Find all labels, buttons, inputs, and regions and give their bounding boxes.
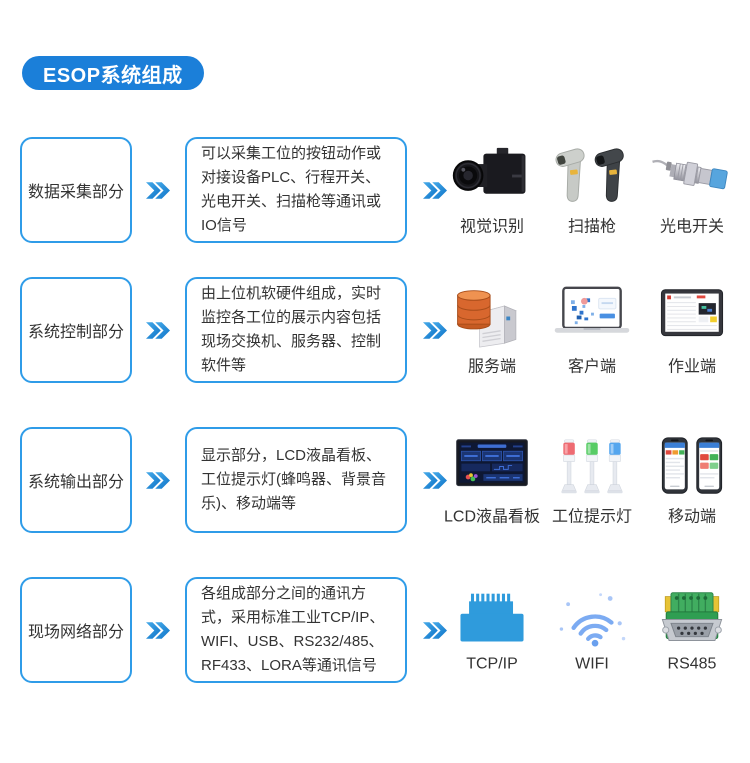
icon-label: 视觉识别 — [459, 218, 524, 236]
section-description: 显示部分，LCD液晶看板、工位提示灯(蜂鸣器、背景音乐)、移动端等 — [201, 447, 386, 512]
icon-item: WIFI — [544, 587, 640, 674]
icon-label: 光电开关 — [659, 218, 724, 236]
section-description: 由上位机软硬件组成，实时监控各工位的展示内容包括现场交换机、服务器、控制软件等 — [201, 285, 382, 374]
icon-item: 服务端 — [444, 284, 540, 377]
tower-lights-icon — [549, 434, 635, 498]
barcode-scanner-icon — [549, 144, 635, 208]
icon-label: RS485 — [667, 655, 717, 673]
row-system-control: 系统控制部分 由上位机软硬件组成，实时监控各工位的展示内容包括现场交换机、服务器… — [20, 277, 750, 383]
icon-label: 作业端 — [667, 358, 716, 376]
server-icon — [449, 284, 535, 348]
section-label: 系统控制部分 — [27, 324, 124, 341]
section-label-box: 数据采集部分 — [20, 137, 132, 243]
wifi-icon — [549, 587, 635, 651]
section-label: 数据采集部分 — [27, 184, 124, 201]
icon-label: 服务端 — [467, 358, 516, 376]
double-chevron-icon — [146, 621, 170, 639]
page-title: ESOP系统组成 — [22, 56, 204, 90]
icon-item: 客户端 — [544, 284, 640, 377]
section-label: 系统输出部分 — [27, 474, 124, 491]
row-field-network: 现场网络部分 各组成部分之间的通讯方式，采用标准工业TCP/IP、WIFI、US… — [20, 577, 750, 683]
icon-label: LCD液晶看板 — [444, 508, 541, 526]
icon-label: TCP/IP — [466, 655, 518, 673]
icon-group: LCD液晶看板 — [444, 434, 740, 527]
icon-item: 工位提示灯 — [544, 434, 640, 527]
icon-group: 服务端 — [444, 284, 740, 377]
icon-item: LCD液晶看板 — [444, 434, 540, 527]
icon-label: 客户端 — [567, 358, 616, 376]
icon-label: WIFI — [575, 655, 609, 673]
icon-item: 扫描枪 — [544, 144, 640, 237]
double-chevron-icon — [146, 181, 170, 199]
section-label-box: 现场网络部分 — [20, 577, 132, 683]
photoelectric-sensor-icon — [649, 144, 735, 208]
double-chevron-icon — [423, 181, 447, 199]
icon-group: TCP/IP — [444, 587, 740, 674]
icon-label: 工位提示灯 — [551, 508, 632, 526]
laptop-icon — [549, 284, 635, 348]
double-chevron-icon — [423, 321, 447, 339]
section-label-box: 系统控制部分 — [20, 277, 132, 383]
icon-item: 作业端 — [644, 284, 740, 377]
icon-item: 光电开关 — [644, 144, 740, 237]
section-description-box: 各组成部分之间的通讯方式，采用标准工业TCP/IP、WIFI、USB、RS232… — [185, 577, 407, 683]
smartphones-icon — [649, 434, 735, 498]
icon-item: 移动端 — [644, 434, 740, 527]
icon-item: 视觉识别 — [444, 144, 540, 237]
tablet-icon — [649, 284, 735, 348]
lcd-panel-icon — [449, 434, 535, 498]
section-description: 可以采集工位的按钮动作或对接设备PLC、行程开关、光电开关、扫描枪等通讯或IO信… — [201, 145, 382, 234]
icon-group: 视觉识别 — [444, 144, 740, 237]
double-chevron-icon — [423, 621, 447, 639]
ethernet-port-icon — [449, 587, 535, 651]
section-description-box: 可以采集工位的按钮动作或对接设备PLC、行程开关、光电开关、扫描枪等通讯或IO信… — [185, 137, 407, 243]
double-chevron-icon — [146, 471, 170, 489]
section-label: 现场网络部分 — [27, 624, 124, 641]
icon-item: RS485 — [644, 587, 740, 674]
rs485-connector-icon — [649, 587, 735, 651]
double-chevron-icon — [146, 321, 170, 339]
section-description-box: 由上位机软硬件组成，实时监控各工位的展示内容包括现场交换机、服务器、控制软件等 — [185, 277, 407, 383]
section-description-box: 显示部分，LCD液晶看板、工位提示灯(蜂鸣器、背景音乐)、移动端等 — [185, 427, 407, 533]
double-chevron-icon — [423, 471, 447, 489]
row-system-output: 系统输出部分 显示部分，LCD液晶看板、工位提示灯(蜂鸣器、背景音乐)、移动端等 — [20, 427, 750, 533]
icon-item: TCP/IP — [444, 587, 540, 674]
icon-label: 扫描枪 — [567, 218, 616, 236]
icon-label: 移动端 — [667, 508, 716, 526]
section-label-box: 系统输出部分 — [20, 427, 132, 533]
section-description: 各组成部分之间的通讯方式，采用标准工业TCP/IP、WIFI、USB、RS232… — [201, 585, 385, 674]
row-data-collection: 数据采集部分 可以采集工位的按钮动作或对接设备PLC、行程开关、光电开关、扫描枪… — [20, 137, 750, 243]
camera-icon — [449, 144, 535, 208]
